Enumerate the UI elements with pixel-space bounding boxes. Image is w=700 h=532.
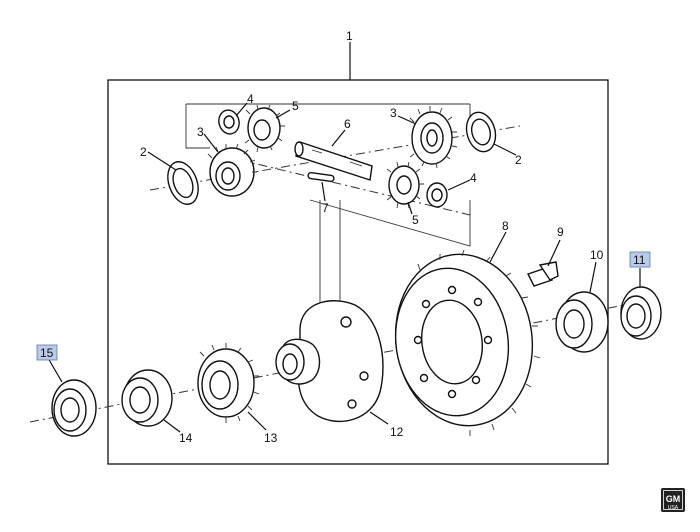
speedometer-drive-gear: [197, 343, 260, 423]
callout-10: 10: [590, 248, 604, 262]
callout-13: 13: [264, 431, 278, 445]
ring-gear: [394, 249, 541, 436]
pinion-washer-left: [218, 109, 240, 135]
callout-3-left: 3: [197, 125, 204, 139]
center-axis: [29, 299, 651, 423]
callout-4-top: 4: [247, 92, 254, 106]
seal-left: [51, 379, 97, 437]
callout-8: 8: [502, 219, 509, 233]
callout-2-left: 2: [140, 145, 147, 159]
callout-2-right: 2: [515, 153, 522, 167]
callout-11: 11: [633, 253, 646, 267]
bearing-right: [555, 291, 609, 353]
callout-7: 7: [322, 201, 329, 215]
svg-text:GM: GM: [666, 494, 681, 504]
callout-11-highlight: [629, 251, 651, 268]
assembly-frame: [107, 79, 609, 465]
seal-right: [620, 286, 662, 340]
callout-15: 15: [40, 346, 54, 360]
callout-9: 9: [557, 225, 564, 239]
pinion-gear-left: [244, 104, 285, 153]
pinion-washer-right: [426, 182, 448, 208]
callout-14: 14: [179, 431, 193, 445]
callout-15-highlight: [36, 344, 58, 361]
callout-5-top: 5: [292, 99, 299, 113]
pinion-shaft: [294, 141, 373, 181]
side-gear-right: [409, 106, 458, 169]
pinion-gear-right: [386, 161, 424, 209]
lock-pin: [307, 171, 335, 183]
thrust-washer-right: [465, 111, 497, 153]
callout-3-right: 3: [390, 106, 397, 120]
thrust-washer-left: [167, 161, 199, 205]
bearing-left: [121, 369, 173, 427]
svg-text:USA: USA: [668, 505, 679, 511]
leader-lines: [47, 102, 641, 433]
callout-4-right: 4: [470, 171, 477, 185]
gm-logo: GM USA: [661, 488, 685, 512]
differential-case: [275, 300, 384, 423]
callout-1: 1: [346, 29, 353, 43]
callout-6: 6: [344, 117, 351, 131]
callout-5-bottom: 5: [412, 213, 419, 227]
side-gear-left: [207, 143, 257, 197]
ring-gear-bolt: [527, 261, 559, 287]
callout-12: 12: [390, 425, 404, 439]
